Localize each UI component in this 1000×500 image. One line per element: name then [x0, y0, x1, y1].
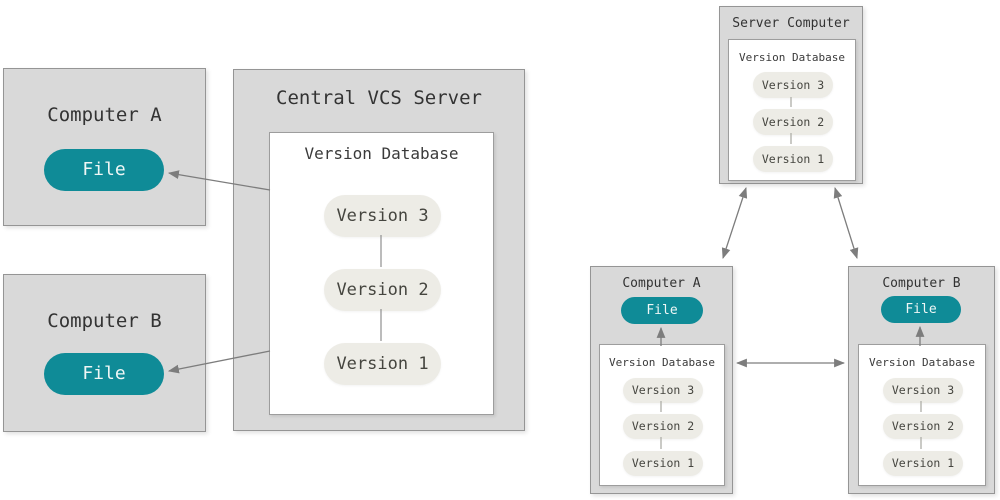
distributed-server-version-2-pill: Version 2	[753, 109, 833, 135]
distributed-computer-a-box: Computer A File Version Database Version…	[590, 266, 733, 494]
distributed-computer-a-file-pill: File	[621, 297, 703, 324]
centralized-version-database-box: Version Database Version 3 Version 2 Ver…	[269, 132, 494, 415]
centralized-computer-a-title: Computer A	[47, 104, 162, 126]
distributed-computer-b-version-1-pill: Version 1	[883, 451, 963, 476]
distributed-computer-a-version-1-pill: Version 1	[623, 451, 703, 476]
distributed-server-version-1-pill: Version 1	[753, 146, 833, 172]
distributed-computer-b-version-3-pill: Version 3	[883, 378, 963, 403]
centralized-version-3-pill: Version 3	[324, 195, 441, 237]
distributed-computer-b-version-2-pill: Version 2	[883, 414, 963, 439]
centralized-computer-b-title: Computer B	[47, 310, 162, 332]
distributed-server-version-3-pill: Version 3	[753, 72, 833, 98]
distributed-computer-b-title: Computer B	[882, 276, 961, 291]
distributed-computer-b-database-title: Version Database	[869, 356, 975, 369]
arrow-server-computer-b	[833, 186, 859, 260]
arrow-server-computer-a	[721, 186, 748, 260]
centralized-computer-a-box: Computer A File	[3, 68, 206, 226]
centralized-version-database-title: Version Database	[304, 144, 459, 163]
centralized-server-box: Central VCS Server Version Database Vers…	[233, 69, 525, 431]
distributed-computer-a-database-box: Version Database Version 3 Version 2 Ver…	[599, 344, 725, 486]
centralized-computer-a-file-pill: File	[44, 149, 164, 191]
centralized-computer-b-box: Computer B File	[3, 274, 206, 432]
distributed-server-database-box: Version Database Version 3 Version 2 Ver…	[728, 39, 856, 181]
distributed-computer-a-title: Computer A	[622, 276, 701, 291]
centralized-version-1-pill: Version 1	[324, 343, 441, 385]
distributed-server-title: Server Computer	[732, 16, 850, 31]
distributed-computer-b-box: Computer B File Version Database Version…	[848, 266, 995, 494]
centralized-server-title: Central VCS Server	[276, 87, 482, 109]
distributed-server-database-title: Version Database	[739, 51, 845, 64]
distributed-server-box: Server Computer Version Database Version…	[719, 6, 863, 184]
distributed-computer-a-version-2-pill: Version 2	[623, 414, 703, 439]
centralized-version-2-pill: Version 2	[324, 269, 441, 311]
distributed-computer-b-database-box: Version Database Version 3 Version 2 Ver…	[858, 344, 986, 486]
distributed-computer-a-version-3-pill: Version 3	[623, 378, 703, 403]
centralized-computer-b-file-pill: File	[44, 353, 164, 395]
distributed-computer-a-database-title: Version Database	[609, 356, 715, 369]
distributed-computer-b-file-pill: File	[881, 296, 961, 323]
